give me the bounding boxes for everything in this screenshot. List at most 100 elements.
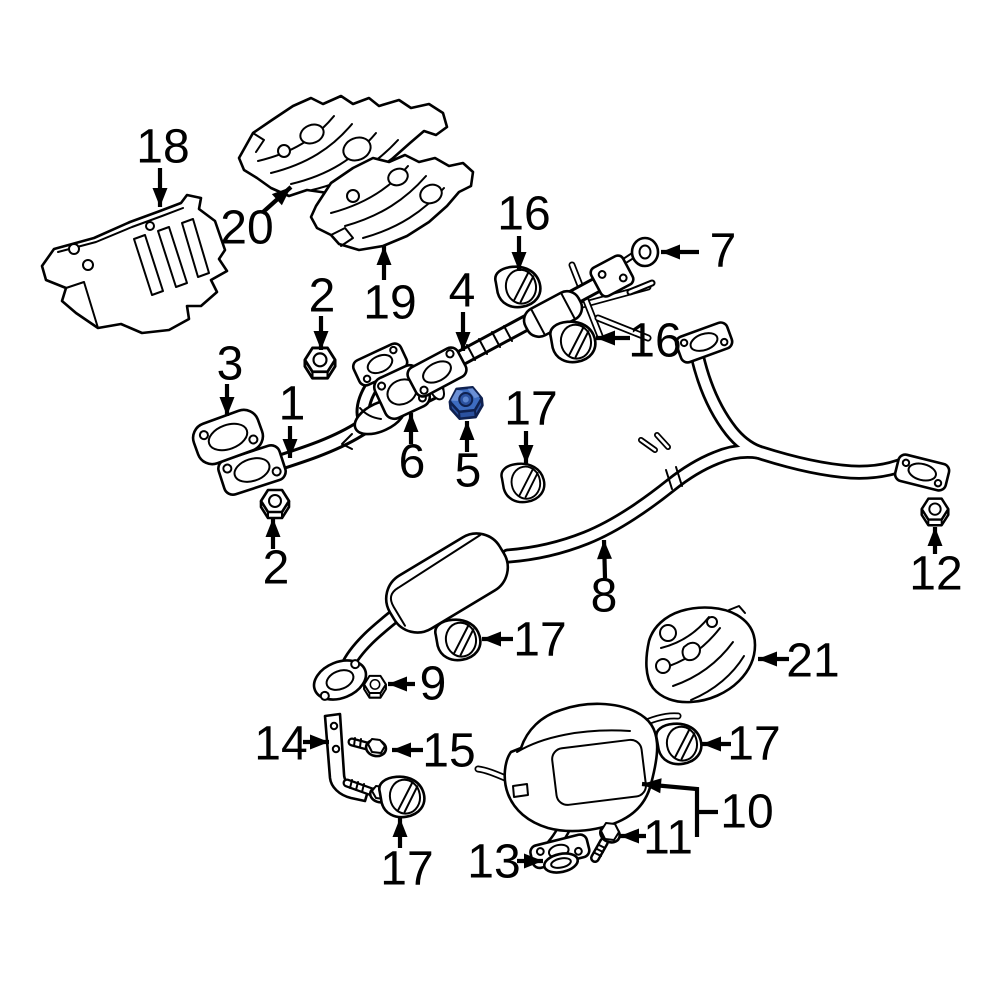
callout-label-18: 18: [136, 121, 189, 174]
center-muffler: [312, 532, 510, 701]
callout-arrowhead: [482, 631, 501, 647]
highlighted-nut-5: [448, 385, 484, 421]
callout-6: 6: [399, 413, 426, 489]
callout-label-7: 7: [710, 225, 737, 278]
heat-shield-20: [237, 94, 449, 198]
callout-17: 17: [482, 614, 567, 667]
callout-arrowhead: [282, 439, 298, 458]
ring-gasket-7: [630, 236, 660, 268]
hanger-17b: [432, 614, 485, 665]
callout-label-12: 12: [909, 548, 962, 601]
callout-19: 19: [363, 246, 417, 330]
callout-label-9: 9: [420, 658, 447, 711]
callout-17: 17: [504, 383, 558, 464]
callout-label-1: 1: [279, 378, 306, 431]
callout-3: 3: [217, 338, 244, 416]
gasket-3: [191, 408, 265, 466]
rear-muffler-10: [474, 702, 682, 870]
callout-label-20: 20: [220, 202, 273, 255]
nut-12: [920, 497, 950, 527]
hanger-17c: [653, 718, 706, 769]
callout-label-16: 16: [497, 188, 550, 241]
nut-2-upper: [303, 346, 337, 380]
callout-arrowhead: [388, 676, 407, 692]
callout-label-13: 13: [467, 836, 520, 889]
callout-label-17: 17: [727, 718, 780, 771]
callout-label-17: 17: [380, 843, 433, 896]
bolt-15: [347, 737, 388, 758]
callout-9: 9: [388, 658, 446, 711]
callout-arrowhead: [758, 651, 777, 667]
callout-arrowhead: [265, 518, 281, 537]
exhaust-pipe-8: [500, 321, 951, 564]
callout-17: 17: [380, 818, 434, 896]
hanger-17d: [376, 771, 429, 822]
heat-shield-21: [645, 605, 757, 704]
heat-shield-18: [40, 193, 229, 335]
callout-arrowhead: [661, 244, 680, 260]
callout-17: 17: [702, 718, 781, 771]
callout-12: 12: [909, 527, 963, 601]
callout-14: 14: [254, 718, 329, 771]
callout-label-17: 17: [513, 614, 566, 667]
hanger-17a: [498, 458, 549, 507]
callout-arrowhead: [310, 734, 329, 750]
callout-label-10: 10: [720, 786, 773, 839]
callout-2: 2: [263, 518, 290, 595]
callout-label-2: 2: [309, 270, 336, 323]
bolt-11: [590, 822, 621, 863]
callout-21: 21: [758, 635, 840, 688]
hanger-16b: [547, 316, 600, 367]
callout-arrowhead: [702, 736, 721, 752]
callout-1: 1: [279, 378, 306, 458]
callout-11: 11: [620, 812, 693, 865]
callout-arrowhead: [620, 828, 639, 844]
callout-arrowhead: [518, 445, 534, 464]
callout-label-3: 3: [217, 338, 244, 391]
callout-arrowhead: [392, 818, 408, 837]
callout-2: 2: [309, 270, 336, 350]
callout-arrowhead: [455, 332, 471, 351]
callout-5: 5: [455, 421, 482, 498]
callout-label-21: 21: [786, 635, 839, 688]
callout-arrowhead: [596, 330, 615, 346]
nut-2-lower: [259, 488, 291, 520]
callout-label-6: 6: [399, 436, 426, 489]
callout-arrowhead: [642, 778, 662, 794]
callout-arrowhead: [597, 540, 612, 560]
callout-arrowhead: [152, 188, 168, 207]
heat-shield-19: [309, 153, 475, 252]
center-pipe-4: [406, 243, 656, 398]
callout-label-5: 5: [455, 445, 482, 498]
callout-18: 18: [136, 121, 190, 207]
callout-arrowhead: [524, 853, 543, 869]
callout-arrowhead: [927, 527, 943, 546]
callout-4: 4: [449, 265, 476, 351]
callout-label-4: 4: [449, 265, 476, 318]
callout-arrowhead: [219, 397, 235, 416]
callout-arrowhead: [313, 331, 329, 350]
callout-label-14: 14: [254, 718, 307, 771]
callout-label-17: 17: [504, 383, 557, 436]
callout-8: 8: [591, 539, 618, 623]
callout-arrowhead: [376, 246, 392, 265]
callout-label-15: 15: [422, 725, 475, 778]
callout-15: 15: [392, 725, 476, 778]
nut-9: [363, 674, 387, 699]
callout-10: 10: [641, 778, 774, 839]
callout-arrowhead: [459, 421, 475, 440]
callout-arrowhead: [271, 187, 291, 206]
callout-arrowhead: [403, 413, 419, 432]
callout-20: 20: [220, 185, 293, 255]
callout-label-11: 11: [643, 812, 693, 865]
callout-label-8: 8: [591, 570, 618, 623]
callout-label-16: 16: [628, 315, 681, 368]
callout-label-2: 2: [263, 542, 290, 595]
ring-gasket-13: [542, 852, 580, 874]
callout-arrowhead: [392, 742, 411, 758]
callout-13: 13: [467, 836, 543, 889]
callout-16: 16: [497, 188, 551, 271]
